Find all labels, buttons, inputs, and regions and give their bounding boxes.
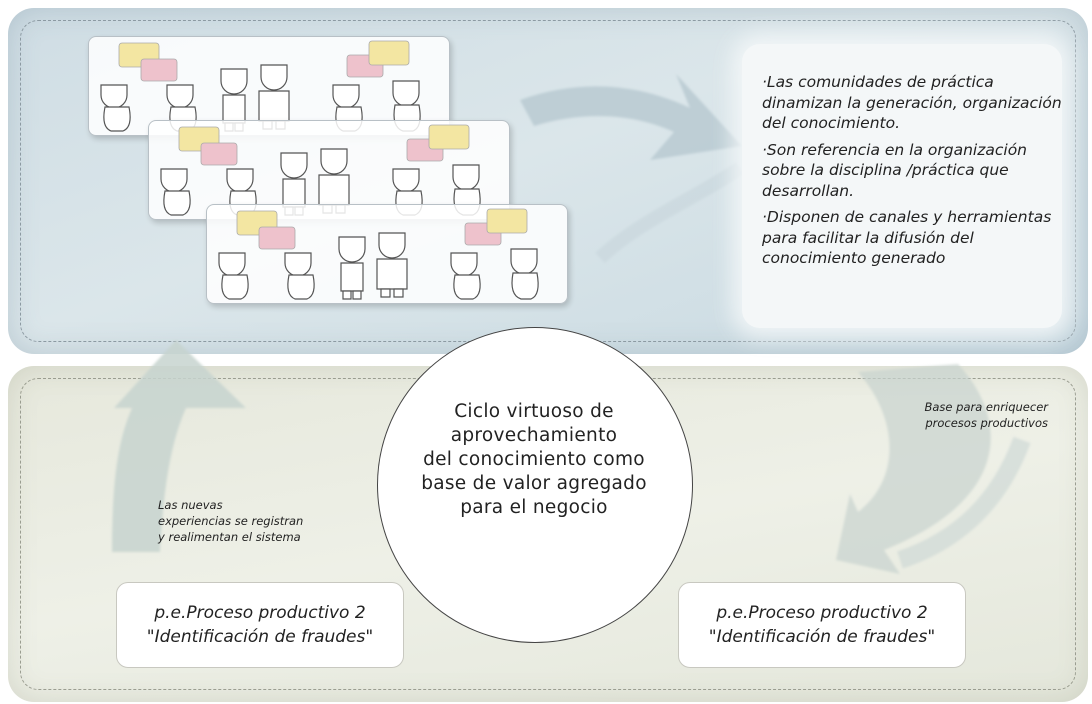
cycle-title-line: del conocimiento como: [423, 449, 645, 470]
person-icon: [218, 252, 249, 300]
cycle-title-line: aprovechamiento: [450, 425, 618, 446]
process-box-right: p.e.Proceso productivo 2 "Identificación…: [678, 582, 966, 668]
person-icon: [332, 84, 363, 132]
person-icon: [160, 168, 191, 216]
people-group: [100, 40, 421, 132]
curved-arrow-icon: [836, 364, 1031, 574]
curved-arrow-icon: [520, 74, 745, 264]
cycle-circle: [377, 327, 693, 643]
person-icon: [284, 252, 315, 300]
process-title: p.e.Proceso productivo 2: [716, 603, 928, 623]
speech-bubble-icon: [346, 40, 410, 78]
speech-bubble-icon: [236, 210, 296, 250]
enrichment-label: Base para enriquecer procesos productivo…: [868, 399, 1048, 431]
label-line: experiencias se registran: [158, 514, 304, 528]
person-icon: [510, 248, 539, 300]
notes-background: [742, 44, 1062, 328]
people-group: [218, 208, 539, 300]
label-line: Las nuevas: [158, 498, 223, 512]
cycle-title-line: para el negocio: [460, 497, 608, 518]
cycle-title-line: base de valor agregado: [421, 473, 647, 494]
process-title: p.e.Proceso productivo 2: [154, 603, 366, 623]
label-line: y realimentan el sistema: [158, 530, 301, 544]
process-box-left: p.e.Proceso productivo 2 "Identificación…: [116, 582, 404, 668]
person-icon: [392, 80, 421, 132]
curved-arrow-icon: [112, 340, 246, 552]
community-bullets: ·Las comunidades de práctica dinamizan l…: [762, 72, 1062, 275]
speech-bubble-icon: [118, 42, 178, 82]
person-icon: [450, 252, 481, 300]
process-subtitle: "Identificación de fraudes": [708, 627, 936, 647]
speech-bubble-icon: [464, 208, 528, 246]
bullet-item: ·Disponen de canales y herramientas para…: [762, 208, 1052, 267]
speech-bubble-icon: [178, 126, 238, 166]
feedback-label: Las nuevas experiencias se registran y r…: [158, 497, 368, 545]
person-icon: [376, 232, 408, 298]
label-line: procesos productivos: [925, 416, 1048, 430]
process-subtitle: "Identificación de fraudes": [146, 627, 374, 647]
label-line: Base para enriquecer: [924, 400, 1048, 414]
speech-bubble-icon: [406, 124, 470, 162]
cycle-title-line: Ciclo virtuoso de: [454, 401, 614, 422]
person-icon: [338, 236, 366, 300]
person-icon: [100, 84, 131, 132]
community-card: [88, 36, 450, 136]
community-card: [206, 204, 568, 304]
bullet-item: ·Son referencia en la organización sobre…: [762, 140, 1027, 200]
cycle-title: Ciclo virtuoso de aprovechamiento del co…: [392, 400, 676, 520]
bullet-item: ·Las comunidades de práctica dinamizan l…: [762, 73, 1062, 132]
